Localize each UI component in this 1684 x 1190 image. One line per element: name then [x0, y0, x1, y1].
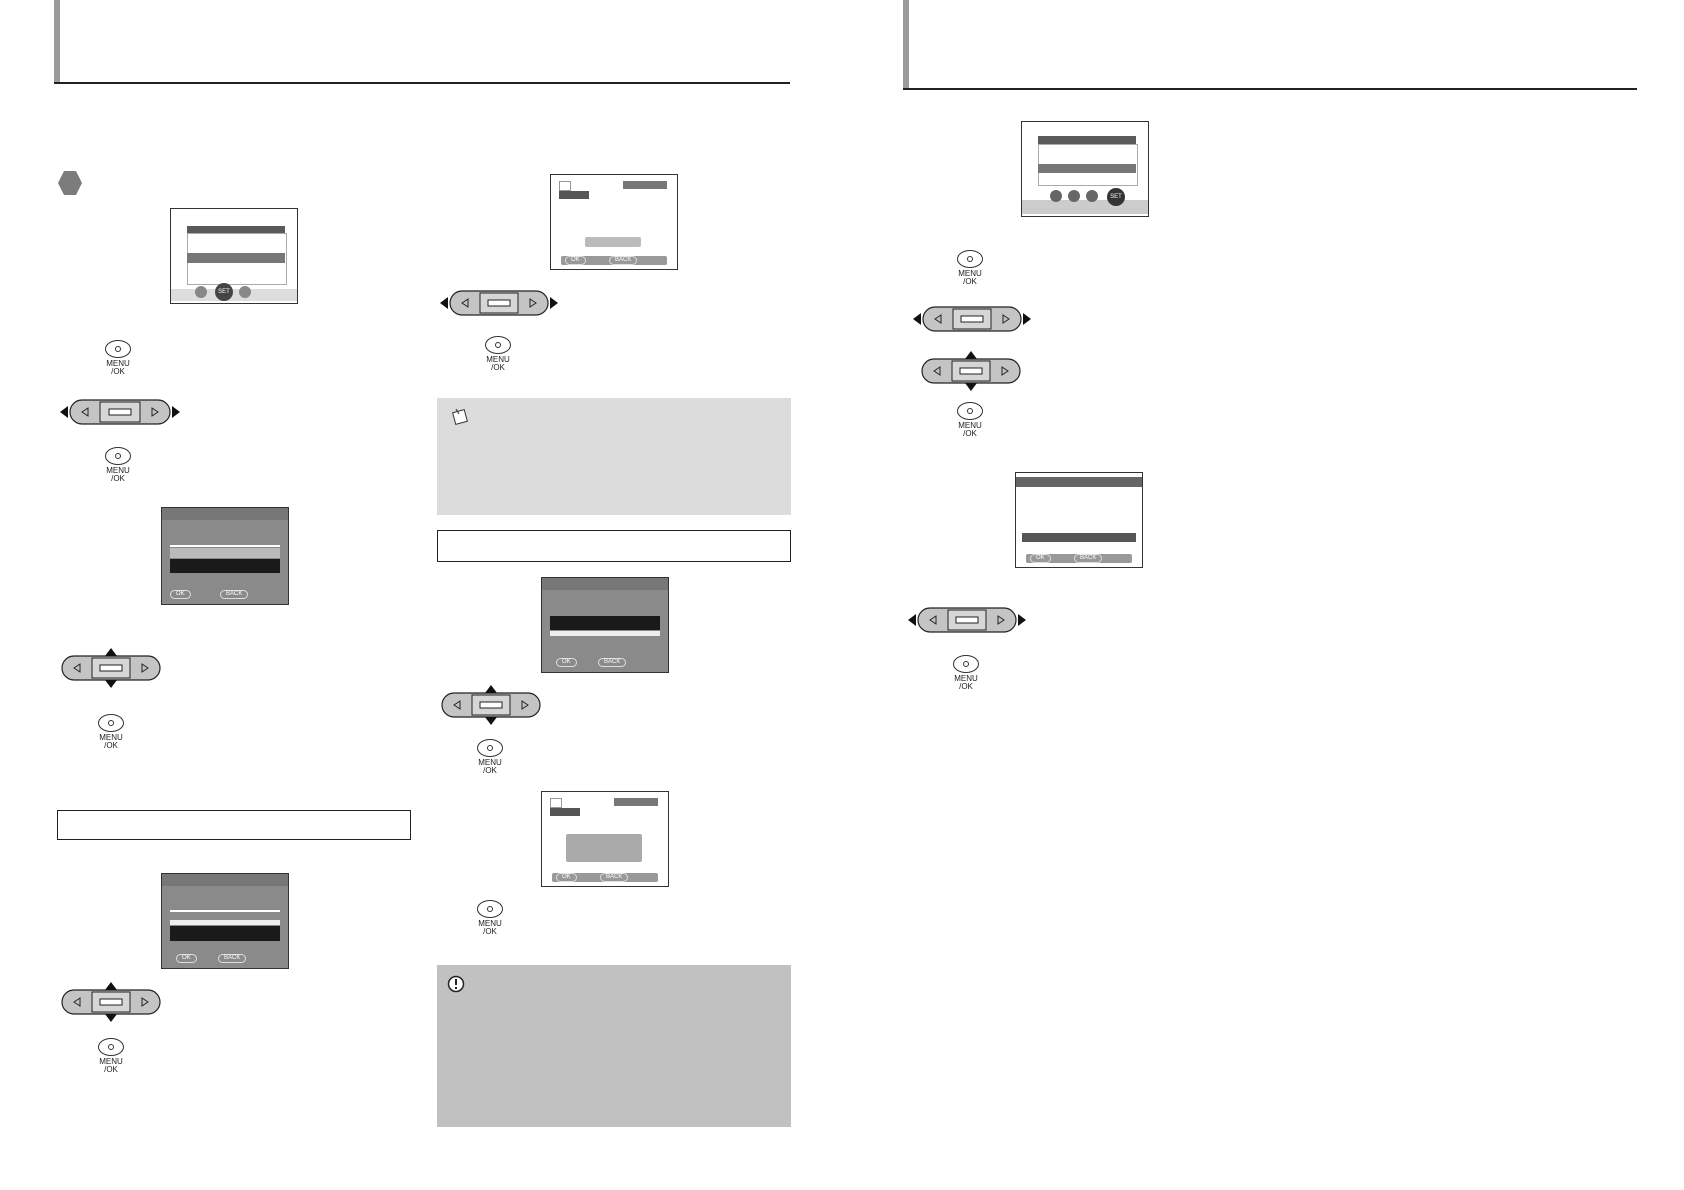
- menu-ok-button-icon: MENU/OK: [950, 402, 990, 444]
- dpad-up-down-icon: [921, 351, 1021, 391]
- memo-icon: [452, 408, 468, 425]
- menu-ok-button-icon: MENU/OK: [946, 655, 986, 697]
- dpad-left-right-icon: [60, 399, 180, 425]
- dpad-up-down-icon: [441, 685, 541, 725]
- dpad-left-right-icon: [440, 290, 558, 316]
- right-header-accent: [903, 0, 909, 90]
- lcd-menu-screen: SET: [170, 208, 298, 304]
- menu-ok-button-icon: MENU/OK: [950, 250, 990, 292]
- lcd-copy-menu-screen: OK BACK: [161, 507, 289, 605]
- menu-ok-button-icon: MENU/OK: [98, 447, 138, 489]
- menu-ok-button-icon: MENU/OK: [470, 900, 510, 942]
- left-subheading-frame: [57, 810, 411, 840]
- lcd-back-pill: BACK: [220, 590, 249, 599]
- lcd-copy-select-screen: OK BACK: [541, 577, 669, 673]
- lcd-ok-pill: OK: [170, 590, 191, 599]
- menu-ok-button-icon: MENU/OK: [91, 1038, 131, 1080]
- hexagon-section-icon: [58, 171, 82, 195]
- middle-subheading-frame: [437, 530, 791, 562]
- lcd-brightness-screen: OK BACK: [1015, 472, 1143, 568]
- lcd-format-menu-screen: OK BACK: [161, 873, 289, 969]
- dpad-left-right-icon: [908, 607, 1026, 633]
- lcd-copying-screen: OK BACK: [541, 791, 669, 887]
- menu-ok-label: MENU: [106, 359, 130, 368]
- left-header-rule: [54, 82, 790, 84]
- dpad-up-down-icon: [61, 982, 161, 1022]
- lcd-setup-menu-screen: SET: [1021, 121, 1149, 217]
- left-header-accent: [54, 0, 60, 84]
- caution-icon: [447, 975, 465, 993]
- lcd-set-icon: SET: [215, 283, 233, 301]
- memo-box: [437, 398, 791, 515]
- lcd-copy-progress-screen: OK BACK: [550, 174, 678, 270]
- menu-ok-button-icon: MENU/OK: [478, 336, 518, 378]
- right-header-rule: [903, 88, 1637, 90]
- menu-ok-button-icon: MENU/OK: [91, 714, 131, 756]
- caution-box: [437, 965, 791, 1127]
- dpad-up-down-icon: [61, 648, 161, 688]
- menu-ok-button-icon: MENU/OK: [98, 340, 138, 382]
- menu-ok-button-icon: MENU/OK: [470, 739, 510, 781]
- dpad-left-right-icon: [913, 306, 1031, 332]
